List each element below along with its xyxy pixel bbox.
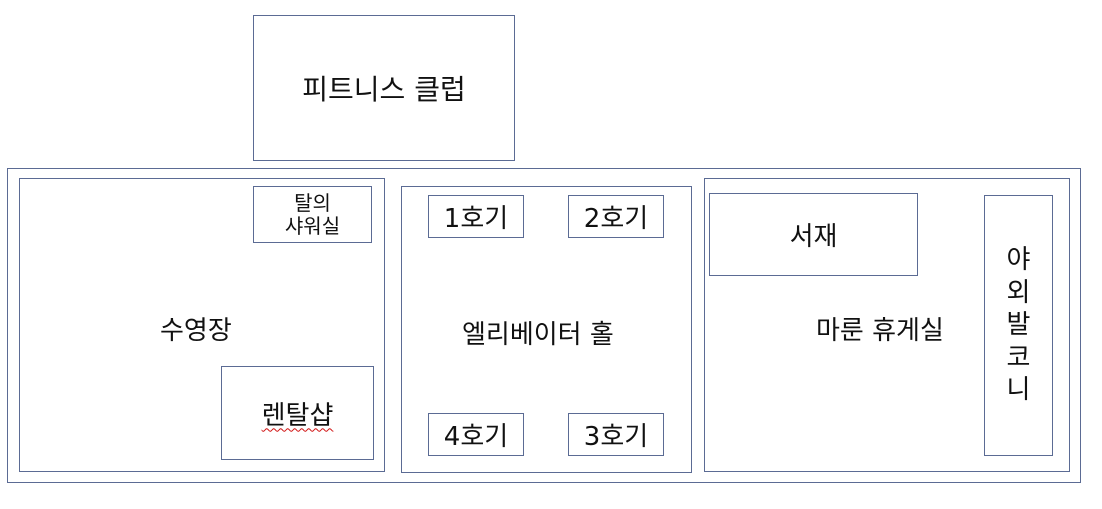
lounge-label: 마룬 휴게실 [816,316,944,346]
balcony-char-2: 외 [1006,277,1031,308]
shower-room-label-line2: 샤워실 [284,213,341,238]
elevator-1-label: 1호기 [443,204,509,234]
elevator-1: 1호기 [428,195,524,238]
shower-room: 탈의 샤워실 [253,186,372,243]
balcony-char-1: 야 [1006,245,1031,276]
study-label: 서재 [789,222,838,252]
elevator-2: 2호기 [568,195,664,238]
shower-room-label-line1: 탈의 [294,190,331,215]
balcony-char-5: 니 [1006,375,1031,406]
elevator-2-label: 2호기 [583,204,649,234]
rental-shop: 렌탈샵 [221,366,374,460]
elevator-4: 4호기 [428,413,524,456]
study-room: 서재 [709,193,918,276]
fitness-club-room: 피트니스 클럽 [253,15,515,161]
elevator-3: 3호기 [568,413,664,456]
elevator-3-label: 3호기 [583,422,649,452]
pool-label: 수영장 [160,316,232,346]
fitness-club-label: 피트니스 클럽 [302,73,466,106]
rental-shop-label: 렌탈샵 [261,400,334,431]
balcony-char-3: 발 [1006,310,1031,341]
outdoor-balcony: 야 외 발 코 니 [984,195,1053,456]
elevator-4-label: 4호기 [443,422,509,452]
balcony-char-4: 코 [1006,342,1031,373]
elevator-hall-label: 엘리베이터 홀 [462,320,614,350]
